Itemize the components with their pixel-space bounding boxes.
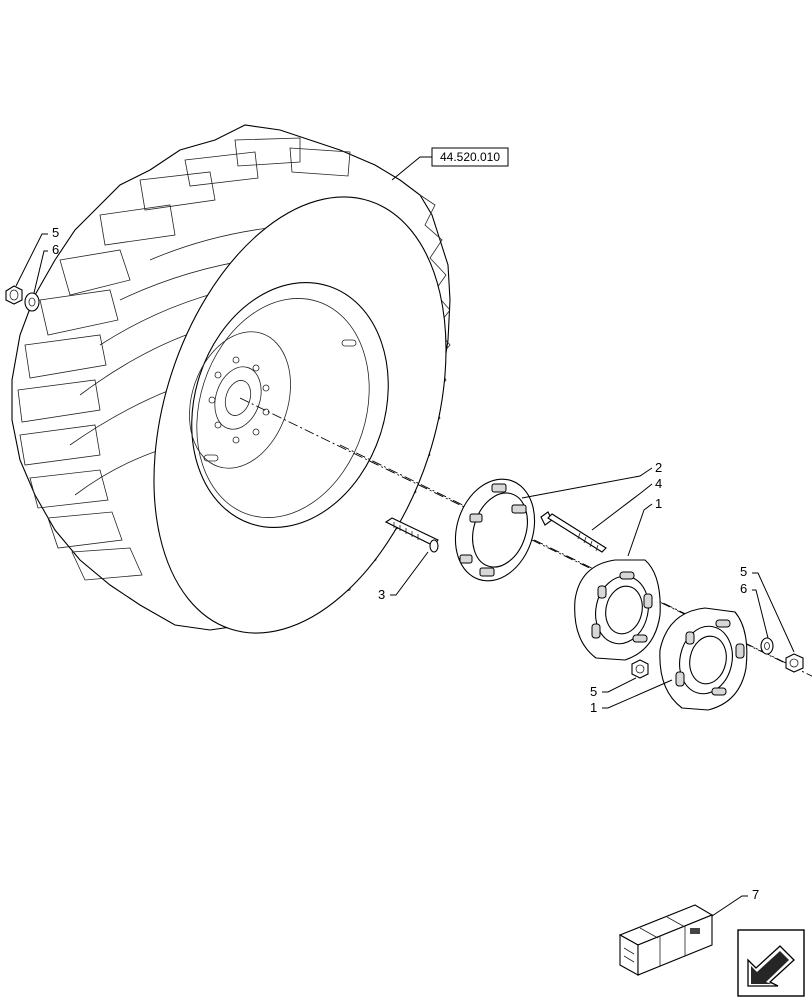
callout-2: 2 [655,460,662,475]
leader-6-top-left [33,250,48,294]
kit-box-icon [618,904,714,976]
leader-5-right [752,572,795,653]
callout-6-top-left: 6 [52,242,59,257]
rim-icon [189,281,389,529]
callout-5-bottom: 5 [590,684,597,699]
callout-5-top-left: 5 [52,225,59,240]
leader-7 [711,895,748,917]
nut-icon [5,285,23,305]
reference-leader [391,156,432,181]
nut-icon [785,653,804,673]
leader-2 [521,467,653,499]
callout-6-right: 6 [740,581,747,596]
leader-1-top [627,503,653,557]
leader-1-bottom [602,679,673,709]
callout-1-bottom: 1 [590,700,597,715]
bolt-icon [540,511,607,553]
callout-4: 4 [655,476,662,491]
washer-icon [24,292,40,312]
callout-5-right: 5 [740,564,747,579]
leader-4 [591,483,653,531]
stud-icon [384,517,439,553]
leader-3 [390,551,429,596]
weight-ring-icon [454,478,536,582]
leader-5-bottom [602,677,637,693]
reference-box[interactable]: 44.520.010 [431,147,509,167]
callout-1-top: 1 [655,496,662,511]
callout-3: 3 [378,587,385,602]
wheel-weight-icon [574,559,661,661]
washer-icon [760,637,774,655]
navigation-arrow-icon[interactable] [737,929,805,997]
leader-5-top-left [15,233,48,287]
leader-6-right [752,589,769,639]
reference-box-label: 44.520.010 [440,150,500,164]
callout-7: 7 [752,887,759,902]
nut-icon [631,659,649,679]
wheel-weight-icon [659,607,748,711]
